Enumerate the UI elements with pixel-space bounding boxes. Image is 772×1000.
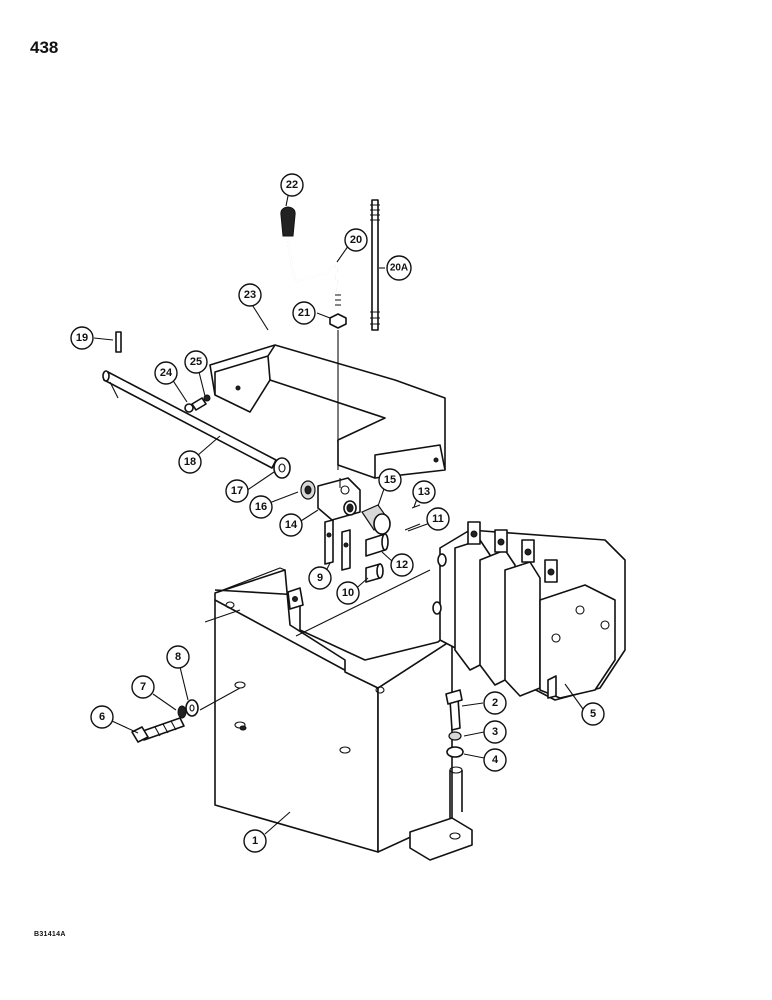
svg-text:4: 4: [492, 754, 499, 766]
callout-11: 11: [426, 507, 450, 531]
alignment-line: [295, 569, 431, 637]
callout-15: 15: [378, 468, 402, 492]
callout-16: 16: [249, 495, 273, 519]
link-plates: [324, 519, 351, 571]
callout-9: 9: [308, 566, 332, 590]
lock-washer-3: [448, 731, 462, 741]
washer: [273, 457, 291, 479]
svg-text:24: 24: [160, 367, 173, 379]
cross-shaft: [102, 370, 277, 469]
callout-4: 4: [483, 748, 507, 772]
svg-text:2: 2: [492, 697, 498, 709]
svg-text:11: 11: [432, 513, 444, 525]
callout-18: 18: [178, 450, 202, 474]
pin-lower: [365, 563, 384, 583]
callout-1: 1: [243, 829, 267, 853]
callout-25: 25: [184, 350, 208, 374]
callout-21: 21: [292, 301, 316, 325]
callout-22: 22: [280, 173, 304, 197]
svg-text:6: 6: [99, 711, 105, 723]
sleeve: [361, 504, 391, 535]
svg-text:7: 7: [140, 681, 146, 693]
flat-washer-4: [446, 746, 464, 758]
cap-screw-2: [445, 689, 463, 731]
stud-rod: [370, 199, 380, 331]
svg-text:12: 12: [396, 559, 408, 571]
figure-code: B31414A: [34, 931, 66, 938]
svg-text:21: 21: [298, 307, 310, 319]
svg-text:16: 16: [255, 501, 267, 513]
cover-plate: [209, 344, 446, 479]
callout-2: 2: [483, 691, 507, 715]
lock-washer-7: [177, 705, 187, 719]
callout-12: 12: [390, 553, 414, 577]
svg-text:8: 8: [175, 651, 181, 663]
flat-washer-8: [185, 699, 199, 717]
callout-8: 8: [166, 645, 190, 669]
svg-text:14: 14: [285, 519, 298, 531]
callout-7: 7: [131, 675, 155, 699]
svg-text:19: 19: [76, 332, 88, 344]
svg-text:20: 20: [350, 234, 362, 246]
nut: [329, 313, 347, 329]
svg-text:20A: 20A: [390, 263, 408, 274]
callout-3: 3: [483, 720, 507, 744]
alignment-line: [109, 381, 119, 399]
mounting-box: [214, 567, 473, 861]
cotter-pin-11: [404, 523, 421, 531]
svg-text:23: 23: [244, 289, 256, 301]
knob: [280, 206, 296, 237]
callout-13: 13: [412, 480, 436, 504]
svg-text:15: 15: [384, 474, 396, 486]
svg-text:22: 22: [286, 179, 298, 191]
bushing: [300, 480, 316, 500]
screw-and-washer: [184, 394, 211, 413]
svg-text:25: 25: [190, 356, 202, 368]
callout-20a: 20A: [386, 255, 412, 281]
callout-19: 19: [70, 326, 94, 350]
callout-20: 20: [344, 228, 368, 252]
alignment-line: [204, 609, 241, 623]
svg-text:1: 1: [252, 835, 258, 847]
callout-14: 14: [279, 513, 303, 537]
svg-text:17: 17: [231, 485, 243, 497]
cotter-pin-13: [411, 504, 421, 509]
callout-10: 10: [336, 581, 360, 605]
callout-24: 24: [154, 361, 178, 385]
shift-lever: [285, 227, 341, 311]
callout-17: 17: [225, 479, 249, 503]
svg-text:18: 18: [184, 456, 196, 468]
callout-6: 6: [90, 705, 114, 729]
alignment-line: [199, 687, 241, 711]
svg-text:13: 13: [418, 486, 430, 498]
callout-5: 5: [581, 702, 605, 726]
page-number: 438: [30, 38, 59, 57]
svg-text:5: 5: [590, 708, 596, 720]
control-valve: [432, 521, 626, 701]
pivot-block: [317, 477, 361, 521]
svg-text:9: 9: [317, 572, 323, 584]
callout-23: 23: [238, 283, 262, 307]
pin-upper: [365, 533, 389, 557]
cap-screw-6: [131, 717, 185, 743]
roll-pin: [115, 331, 122, 353]
svg-text:3: 3: [492, 726, 498, 738]
svg-text:10: 10: [342, 587, 354, 599]
